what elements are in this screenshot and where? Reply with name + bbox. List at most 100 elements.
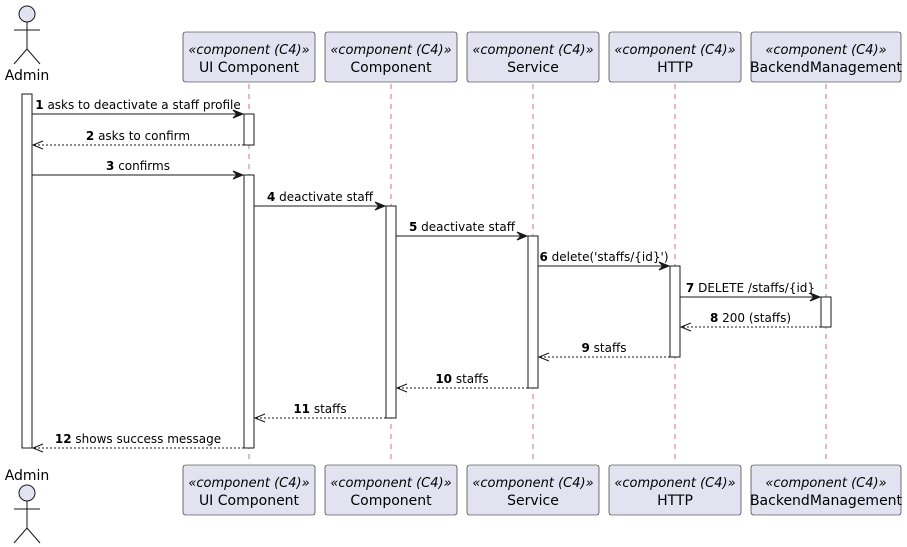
participant-name: Service (507, 60, 559, 76)
message-11: 11 staffs (253, 402, 386, 423)
message-text: asks to deactivate a staff profile (44, 98, 241, 112)
message-label: 1 asks to deactivate a staff profile (35, 98, 240, 112)
arrowhead-open (31, 443, 44, 453)
arrowhead-open (31, 140, 44, 150)
message-number: 4 (267, 190, 275, 204)
message-number: 6 (539, 250, 547, 264)
actor-icon (18, 484, 36, 502)
message-number: 11 (293, 402, 310, 416)
actor-label: Admin (5, 468, 50, 484)
message-number: 9 (581, 341, 589, 355)
participant-backendmanagement-bottom: «component (C4)» BackendManagement (750, 464, 903, 516)
participant-name: HTTP (657, 493, 693, 509)
message-text: shows success message (72, 432, 222, 446)
message-number: 12 (55, 432, 72, 446)
message-label: 5 deactivate staff (409, 220, 516, 234)
participant-http-top: «component (C4)» HTTP (608, 31, 742, 83)
message-label: 9 staffs (581, 341, 626, 355)
message-text: staffs (590, 341, 627, 355)
arrowhead-filled (374, 201, 387, 211)
arrowhead-open (253, 413, 266, 423)
message-text: deactivate staff (275, 190, 373, 204)
message-7: 7 DELETE /staffs/{id} (680, 281, 822, 302)
arrowhead-filled (232, 109, 245, 119)
participant-name: Service (507, 493, 559, 509)
participant-name: UI Component (199, 60, 300, 76)
activation-bar (527, 235, 539, 389)
participant-stereotype: «component (C4)» (330, 43, 451, 58)
message-text: 200 (staffs) (718, 311, 791, 325)
participant-service-bottom: «component (C4)» Service (466, 464, 600, 516)
participant-service-top: «component (C4)» Service (466, 31, 600, 83)
actor-icon (18, 5, 36, 23)
activation-bar (243, 113, 255, 146)
message-text: delete('staffs/{id}') (548, 250, 669, 264)
message-label: 10 staffs (435, 372, 488, 386)
message-label: 2 asks to confirm (86, 129, 190, 143)
participant-stereotype: «component (C4)» (188, 476, 309, 491)
participant-stereotype: «component (C4)» (188, 43, 309, 58)
participant-name: BackendManagement (750, 493, 903, 509)
participant-name: Component (350, 60, 432, 76)
message-text: DELETE /staffs/{id} (694, 281, 815, 295)
arrowhead-open (537, 352, 550, 362)
actor-admin-bottom: Admin (5, 468, 50, 544)
participant-backendmanagement-top: «component (C4)» BackendManagement (750, 31, 903, 83)
activation-bar (820, 296, 832, 328)
message-6: 6 delete('staffs/{id}') (538, 250, 671, 271)
participant-stereotype: «component (C4)» (472, 476, 593, 491)
actor-admin-top: Admin (5, 5, 50, 84)
actor-label: Admin (5, 68, 50, 84)
message-label: 7 DELETE /staffs/{id} (686, 281, 815, 295)
message-1: 1 asks to deactivate a staff profile (32, 98, 245, 119)
message-3: 3 confirms (32, 159, 245, 180)
activation-bar (243, 174, 255, 449)
participant-stereotype: «component (C4)» (330, 476, 451, 491)
message-text: confirms (114, 159, 170, 173)
participant-component-top: «component (C4)» Component (324, 31, 458, 83)
message-text: staffs (452, 372, 489, 386)
arrowhead-filled (516, 231, 529, 241)
participant-name: HTTP (657, 60, 693, 76)
message-number: 5 (409, 220, 417, 234)
participant-ui-component-bottom: «component (C4)»UI Component (182, 464, 316, 516)
message-2: 2 asks to confirm (31, 129, 244, 150)
arrowhead-filled (809, 292, 822, 302)
message-number: 7 (686, 281, 694, 295)
activation-bar (385, 205, 397, 419)
message-text: deactivate staff (417, 220, 515, 234)
message-8: 8 200 (staffs) (679, 311, 821, 332)
message-number: 3 (106, 159, 114, 173)
activation-bar (21, 93, 33, 449)
activation-bar (669, 265, 681, 358)
participant-stereotype: «component (C4)» (614, 476, 735, 491)
message-4: 4 deactivate staff (254, 190, 387, 211)
message-5: 5 deactivate staff (396, 220, 529, 241)
message-text: asks to confirm (94, 129, 190, 143)
message-10: 10 staffs (395, 372, 528, 393)
message-text: staffs (310, 402, 347, 416)
arrowhead-filled (232, 170, 245, 180)
message-number: 1 (35, 98, 43, 112)
participant-stereotype: «component (C4)» (765, 43, 886, 58)
message-12: 12 shows success message (31, 432, 244, 453)
message-9: 9 staffs (537, 341, 670, 362)
arrowhead-open (679, 322, 692, 332)
message-label: 8 200 (staffs) (710, 311, 791, 325)
participant-stereotype: «component (C4)» (765, 476, 886, 491)
message-number: 10 (435, 372, 452, 386)
arrowhead-open (395, 383, 408, 393)
participant-stereotype: «component (C4)» (472, 43, 593, 58)
message-label: 11 staffs (293, 402, 346, 416)
message-label: 12 shows success message (55, 432, 221, 446)
message-label: 6 delete('staffs/{id}') (539, 250, 668, 264)
participant-name: BackendManagement (750, 60, 903, 76)
message-label: 4 deactivate staff (267, 190, 374, 204)
participant-name: Component (350, 493, 432, 509)
participant-http-bottom: «component (C4)» HTTP (608, 464, 742, 516)
participant-stereotype: «component (C4)» (614, 43, 735, 58)
message-label: 3 confirms (106, 159, 170, 173)
message-number: 8 (710, 311, 718, 325)
message-number: 2 (86, 129, 94, 143)
